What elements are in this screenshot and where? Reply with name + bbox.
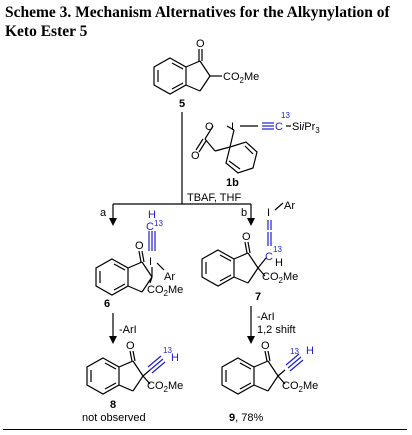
bottom-rule — [3, 429, 407, 430]
compound-9-number: 9 — [229, 412, 235, 424]
svg-text:CO2Me: CO2Me — [147, 284, 183, 298]
reagent-1b-structure — [195, 122, 291, 174]
conditions-reagents: TBAF, THF — [187, 192, 241, 204]
compound-7-aryl: Ar — [284, 200, 295, 212]
reagent-1b-silyl: Si — [292, 121, 302, 133]
compound-9-ester: CO — [282, 380, 299, 392]
compound-8-isotope: 13 — [163, 346, 172, 355]
compound-6-aryl: Ar — [164, 271, 175, 283]
compound-7-isotope: 13 — [273, 245, 282, 254]
compound-8-structure — [86, 350, 166, 395]
svg-text:SiiPr3: SiiPr3 — [292, 121, 320, 135]
reagent-1b-carbon: C — [275, 121, 283, 133]
compound-5-number: 5 — [179, 98, 185, 110]
step-a-label: -ArI — [119, 324, 137, 336]
path-b-label: b — [241, 207, 247, 219]
compound-7-number: 7 — [255, 291, 261, 303]
compound-6-structure — [95, 231, 165, 296]
svg-text:9, 78%: 9, 78% — [229, 412, 263, 424]
svg-text:CO2Me: CO2Me — [262, 271, 298, 285]
compound-9-hydrogen: H — [306, 345, 314, 357]
scheme-caption: Scheme 3. Mechanism Alternatives for the… — [5, 4, 390, 40]
compound-8-number: 8 — [110, 399, 116, 411]
step-b-label-2: 1,2 shift — [257, 324, 296, 336]
compound-8-hydrogen: H — [171, 352, 179, 364]
compound-6-ester: CO — [147, 284, 164, 296]
compound-9-oxygen: O — [261, 340, 270, 352]
compound-8-oxygen: O — [126, 340, 135, 352]
compound-7-oxygen: O — [242, 231, 251, 243]
compound-8-ester: CO — [147, 380, 164, 392]
compound-6-oxygen: O — [135, 240, 144, 252]
compound-6-carbon: C — [146, 221, 154, 233]
path-a-label: a — [100, 207, 107, 219]
reagent-1b-number: 1b — [226, 177, 239, 189]
compound-7-iodine: I — [267, 207, 270, 219]
compound-5-oxygen: O — [196, 38, 205, 50]
compound-7-carbon: C — [265, 251, 273, 263]
compound-7-hydrogen: H — [275, 257, 283, 269]
reagent-1b-iodine: I — [231, 121, 234, 133]
compound-9-structure — [221, 350, 304, 395]
compound-6-hydrogen: H — [148, 209, 156, 221]
compound-9-isotope: 13 — [290, 347, 299, 356]
compound-6-isotope: 13 — [154, 219, 163, 228]
compound-7-structure — [201, 202, 284, 287]
compound-6-iodine: I — [149, 256, 152, 268]
svg-text:CO2Me: CO2Me — [147, 380, 183, 394]
step-b-label-1: -ArI — [257, 311, 275, 323]
reagent-1b-isotope: 13 — [281, 111, 290, 120]
svg-text:CO2Me: CO2Me — [282, 380, 318, 394]
reagent-1b-carbonyl-oxygen: O — [191, 150, 200, 162]
compound-8-note: not observed — [82, 412, 146, 424]
compound-5-ester: CO — [223, 71, 240, 83]
svg-text:CO2Me: CO2Me — [223, 71, 259, 85]
reagent-1b-oxygen: O — [205, 121, 214, 133]
compound-5-structure — [153, 49, 222, 95]
compound-9-yield: , 78% — [235, 412, 263, 424]
compound-6-number: 6 — [104, 298, 110, 310]
compound-7-ester: CO — [262, 271, 279, 283]
